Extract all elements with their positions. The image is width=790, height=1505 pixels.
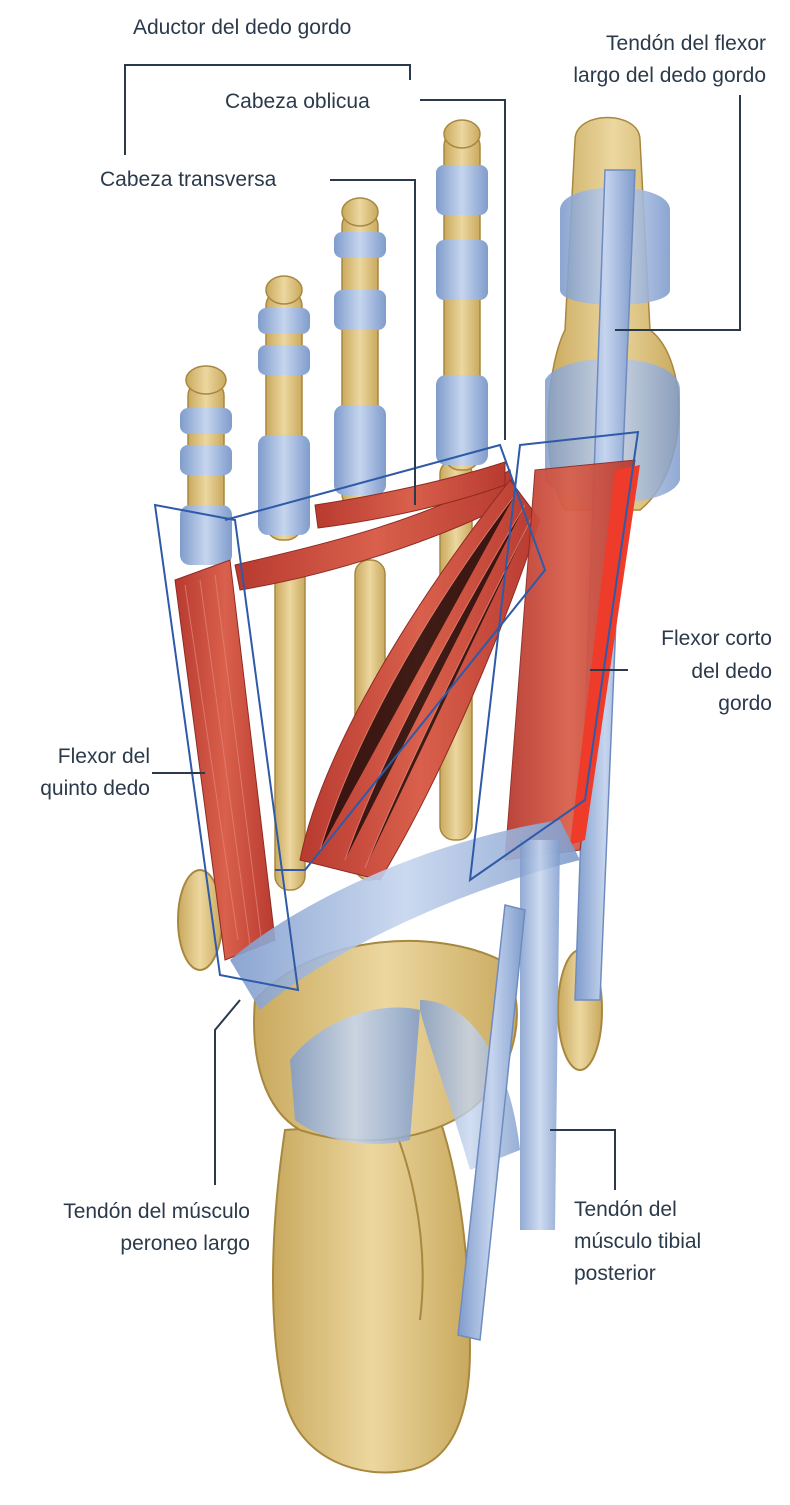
label-aductor-dedo-gordo: Aductor del dedo gordo (133, 16, 352, 39)
leader-aductor (124, 64, 411, 155)
label-peroneo-largo-line2: peroneo largo (120, 1232, 250, 1255)
leader-tibial-posterior (550, 1129, 616, 1190)
toe-5 (180, 365, 232, 565)
region-outlines (153, 430, 640, 992)
label-flexor-quinto-line2: quinto dedo (40, 777, 150, 800)
label-flexor-quinto-line1: Flexor del (57, 745, 150, 768)
label-tibial-posterior-line3: posterior (574, 1262, 656, 1285)
leader-peroneo-largo (214, 999, 241, 1185)
label-tibial-posterior-line2: músculo tibial (574, 1230, 702, 1253)
leader-tendon-flexor-largo (615, 95, 741, 331)
tibialis-posterior-tendon (457, 904, 526, 1341)
label-flexor-corto-line3: gordo (718, 692, 772, 715)
label-tendon-flexor-largo-line2: largo del dedo gordo (573, 64, 766, 87)
adductor-oblique-head-muscle (299, 479, 541, 881)
label-cabeza-transversa: Cabeza transversa (100, 168, 277, 191)
leader-cabeza-transversa (330, 179, 416, 505)
toe-2 (436, 119, 488, 471)
label-tibial-posterior-line1: Tendón del (574, 1198, 677, 1221)
label-tendon-flexor-largo-line1: Tendón del flexor (606, 32, 766, 55)
label-flexor-corto-line2: del dedo (691, 660, 772, 683)
leader-cabeza-oblicua (420, 99, 506, 440)
label-cabeza-oblicua: Cabeza oblicua (225, 90, 370, 113)
label-flexor-corto-line1: Flexor corto (661, 627, 772, 650)
label-peroneo-largo-line1: Tendón del músculo (63, 1200, 250, 1223)
plantar-ligaments (230, 820, 580, 1230)
toe-4 (258, 275, 310, 541)
leader-lines (124, 64, 741, 1190)
toe-3 (334, 197, 386, 511)
calcaneus-bone (271, 1099, 472, 1474)
